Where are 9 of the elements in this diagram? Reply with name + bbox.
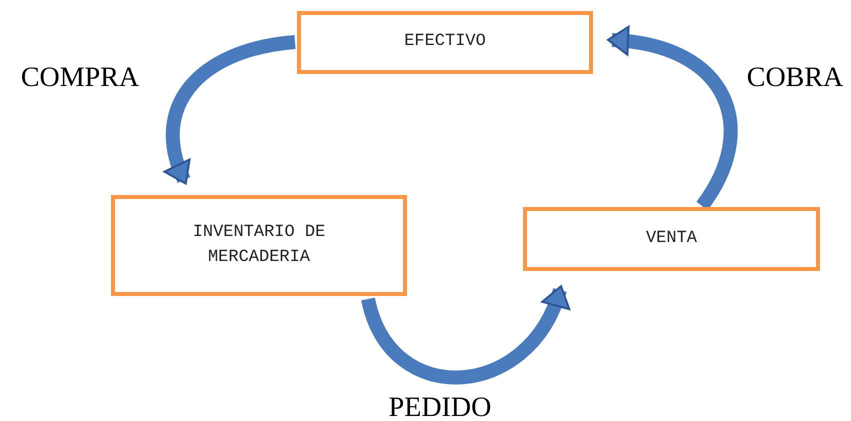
curved-arrow [164, 35, 296, 185]
curved-arrow [607, 26, 738, 210]
box-label: EFECTIVO [404, 31, 486, 54]
process-box [111, 195, 407, 296]
process-box [523, 207, 820, 271]
box-label: INVENTARIO DE MERCADERIA [192, 222, 326, 268]
process-box [297, 11, 593, 74]
box-label: VENTA [646, 228, 697, 250]
curved-arrow [361, 285, 568, 384]
